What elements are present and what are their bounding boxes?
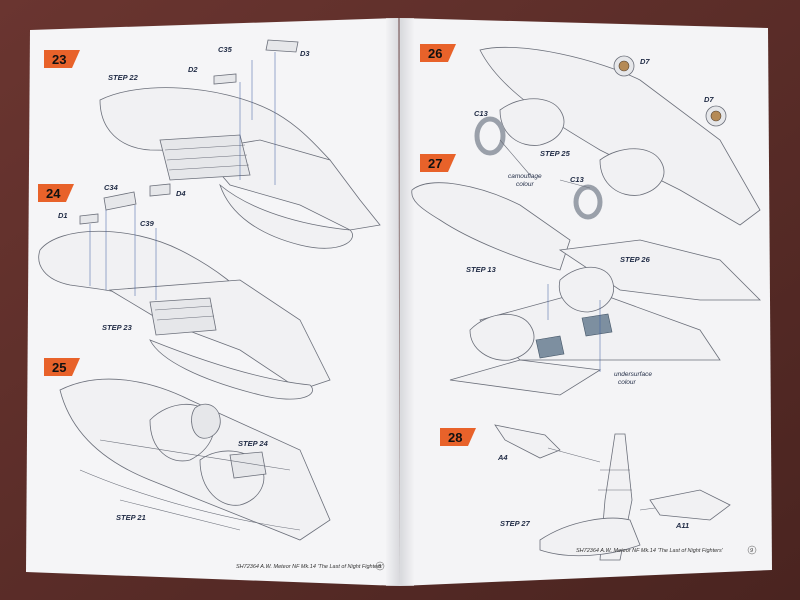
spine-shadow [386,18,414,586]
step-26-part-d7-b: D7 [704,95,714,104]
step-27-drawing: STEP 13 STEP 26 undersurface colour [411,182,761,396]
step-26-part-c13-a: C13 [474,109,489,118]
step-27-note-line2: colour [618,379,637,386]
step-28-ref-step: STEP 27 [500,519,531,528]
right-page-footer: SH72364 A.W. Meteor NF Mk.14 'The Last o… [576,545,757,555]
step-24-drawing: D1 C34 D4 C39 STEP 23 [38,183,331,400]
step-24-part-d1: D1 [58,211,68,220]
step-27: 27 STEP 13 STEP 26 undersurface colour [411,154,761,396]
left-page-footer: SH72364 A.W. Meteor NF Mk.14 'The Last o… [236,561,385,571]
step-27-badge: 27 [420,154,456,172]
step-25-ref-step-24: STEP 24 [238,439,269,448]
step-28-drawing: A4 A11 STEP 27 [494,424,731,561]
step-28: 28 A4 A11 STEP 27 [440,424,731,561]
step-23-badge: 23 [44,50,80,68]
step-24-number: 24 [46,186,61,201]
step-25-badge: 25 [44,358,80,376]
step-24-badge: 24 [38,184,74,202]
step-27-number: 27 [428,156,442,171]
step-24-part-c34: C34 [104,183,119,192]
step-26-part-c13-b: C13 [570,175,585,184]
step-24-ref-step: STEP 23 [102,323,133,332]
step-26-ref-step: STEP 25 [540,149,571,158]
step-23-drawing: STEP 22 D2 C35 D3 [99,39,381,249]
step-25-drawing: STEP 24 STEP 21 [59,378,331,541]
step-27-note-line1: undersurface [614,371,652,378]
step-24-part-d4: D4 [176,189,186,198]
step-25: 25 STEP 24 STEP 21 [44,358,331,541]
step-26-note-line2: colour [516,181,535,188]
step-28-part-a4: A4 [497,453,508,462]
step-23: 23 STEP 22 D2 C35 D3 [44,39,381,249]
step-26-part-d7-a: D7 [640,57,650,66]
step-27-ref-step-26: STEP 26 [620,255,651,264]
step-26-badge: 26 [420,44,456,62]
right-footer-text: SH72364 A.W. Meteor NF Mk.14 'The Last o… [576,548,724,554]
step-26-drawing: D7 D7 C13 C13 STEP 25 camouflage colour [474,47,761,226]
step-25-number: 25 [52,360,66,375]
step-23-ref-step: STEP 22 [108,73,139,82]
step-27-ref-step-13: STEP 13 [466,265,497,274]
left-footer-text: SH72364 A.W. Meteor NF Mk.14 'The Last o… [236,564,384,570]
step-23-number: 23 [52,52,66,67]
step-24: 24 D1 C34 D4 C39 STEP 23 [38,183,331,400]
left-page-number: 8 [378,564,382,570]
step-23-part-c35: C35 [218,45,233,54]
step-25-ref-step-21: STEP 21 [116,513,146,522]
step-28-badge: 28 [440,428,476,446]
step-26-number: 26 [428,46,442,61]
step-26: 26 D7 D7 C13 C13 STEP 25 camouflage colo… [420,44,761,226]
step-24-part-c39: C39 [140,219,155,228]
right-page-number: 9 [750,548,753,554]
step-28-part-a11: A11 [675,521,689,530]
step-23-part-d3: D3 [300,49,310,58]
step-23-part-d2: D2 [188,65,198,74]
step-26-note-line1: camouflage [508,173,542,180]
step-28-number: 28 [448,430,462,445]
